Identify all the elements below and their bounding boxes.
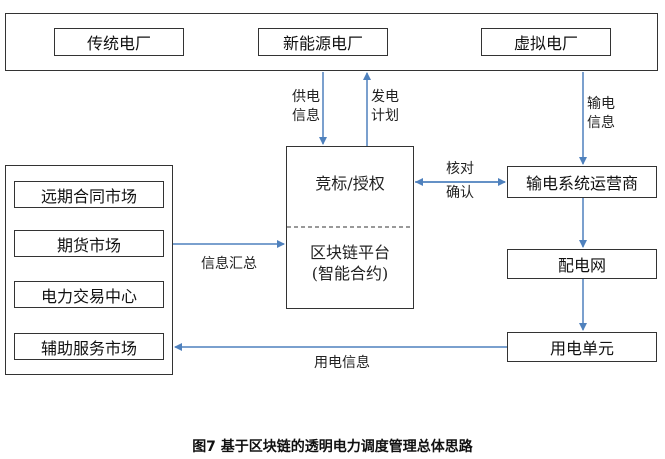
info-summary-label: 信息汇总 [201,256,257,272]
bidding-authorization-label: 竞标/授权 [315,174,385,193]
market-item-trading-center: 电力交易中心 [14,281,164,308]
transmission-info-label-1: 输电 [587,96,615,112]
smart-contract-label: (智能合约) [311,264,389,283]
traditional-plant-box: 传统电厂 [54,28,184,56]
virtual-plant-box: 虚拟电厂 [481,28,611,56]
verify-confirm-label-2: 确认 [446,185,474,201]
market-group-frame [5,165,173,375]
generation-plan-label-1: 发电 [371,89,399,105]
consumer-unit-box: 用电单元 [507,332,657,362]
renewable-plant-box: 新能源电厂 [258,28,388,56]
consumption-info-label: 用电信息 [314,355,370,371]
market-item-forward-contract: 远期合同市场 [14,181,164,208]
blockchain-center-box [286,146,414,309]
supply-info-label-1: 供电 [292,89,320,105]
market-item-futures: 期货市场 [14,230,164,257]
transmission-info-label-2: 信息 [587,115,615,131]
power-plants-frame [5,13,658,71]
figure-caption: 图7 基于区块链的透明电力调度管理总体思路 [192,439,473,455]
market-item-ancillary-services: 辅助服务市场 [14,333,164,360]
supply-info-label-2: 信息 [292,108,320,124]
distribution-grid-box: 配电网 [507,249,657,279]
transmission-operator-box: 输电系统运营商 [507,166,657,198]
generation-plan-label-2: 计划 [371,108,399,124]
verify-confirm-label-1: 核对 [446,161,474,177]
blockchain-platform-label: 区块链平台 [309,243,390,262]
